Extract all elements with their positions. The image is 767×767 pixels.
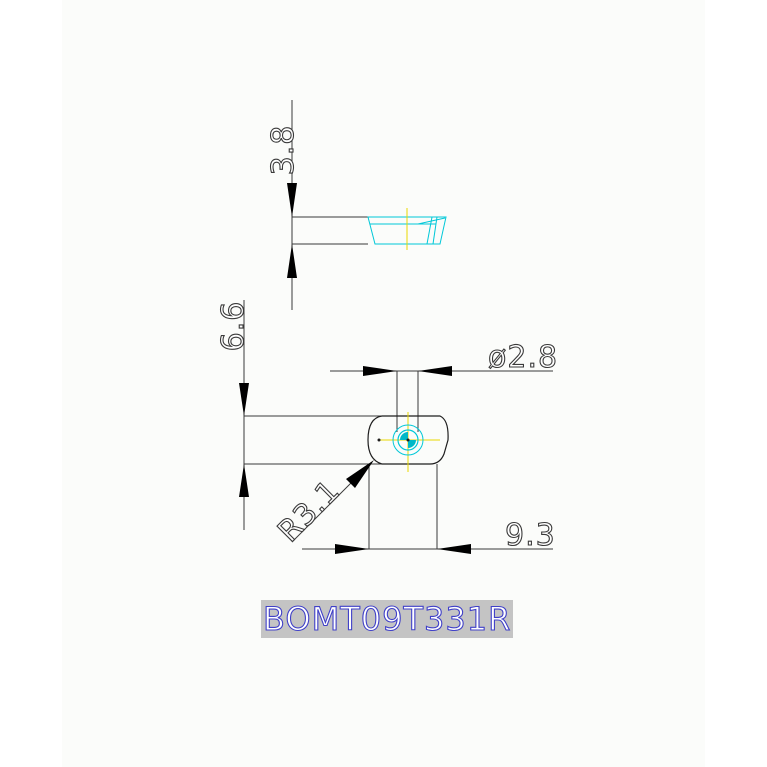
width-arrow-top [239,383,249,416]
width-arrow-bottom [239,464,249,497]
length-arrow-right [437,544,471,554]
radius-arrow [346,460,374,488]
insert-side-profile [367,216,447,245]
width-label: 6.6 [216,301,251,352]
insert-plan-outline [367,415,449,465]
hole-diameter-label: ø2.8 [488,340,558,375]
hole-arrow-right [418,366,452,376]
mounting-hole-outer [392,424,424,456]
thickness-arrow-top [287,183,297,217]
length-label: 9.3 [505,518,556,553]
thickness-arrow-bottom [287,244,297,278]
drawing-sheet [62,0,705,767]
mounting-hole-center-mark [400,432,416,448]
mounting-hole-inner [397,429,419,451]
radius-label: R3.1 [271,473,347,549]
outline-point [377,438,381,442]
part-number-label: BOMT09T331R [261,599,514,639]
mounting-hole-center [406,438,410,442]
hole-arrow-left [363,366,397,376]
hole-dimension [330,370,553,432]
thickness-dimension [291,100,368,310]
length-arrow-left [335,544,369,554]
thickness-label: 3.8 [266,125,301,176]
